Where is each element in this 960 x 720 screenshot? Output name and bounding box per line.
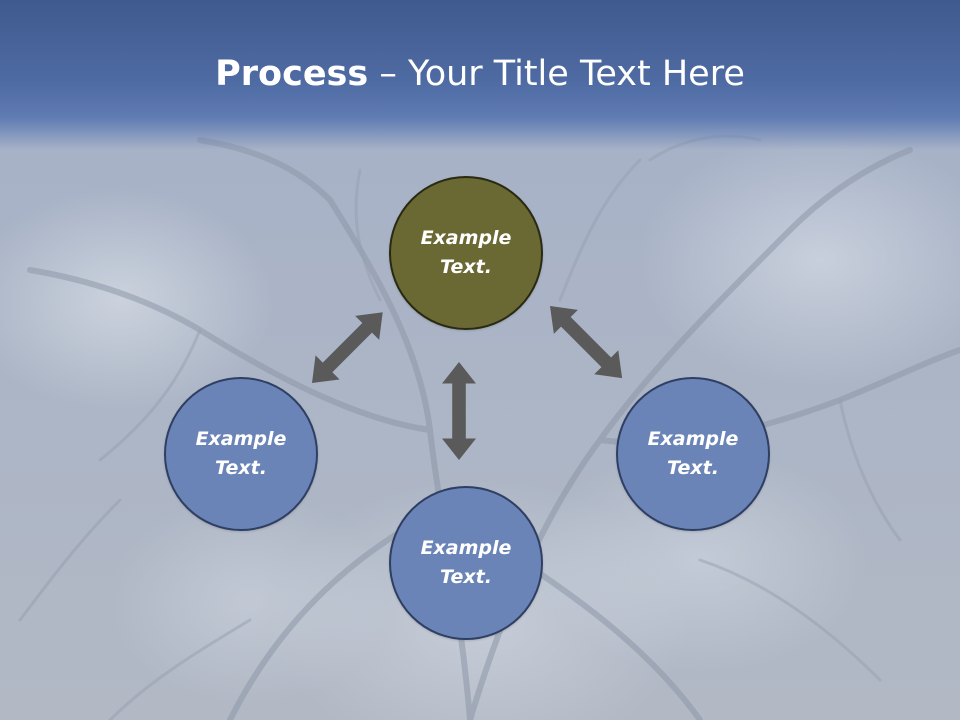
title-bar: Process – Your Title Text Here: [0, 0, 960, 150]
slide-title: Process – Your Title Text Here: [0, 52, 960, 96]
node-left-label: Example Text.: [195, 428, 287, 479]
node-left: Example Text.: [164, 377, 318, 531]
node-bottom: Example Text.: [389, 486, 543, 640]
node-right: Example Text.: [616, 377, 770, 531]
node-top: Example Text.: [389, 176, 543, 330]
arrow-vertical: [442, 362, 476, 460]
title-rest: – Your Title Text Here: [368, 54, 745, 94]
node-right-label: Example Text.: [647, 428, 739, 479]
title-bold: Process: [215, 54, 369, 94]
node-bottom-label: Example Text.: [420, 537, 512, 588]
arrow-top-right: [537, 293, 635, 391]
arrow-top-left: [299, 300, 395, 396]
node-top-label: Example Text.: [420, 227, 512, 278]
